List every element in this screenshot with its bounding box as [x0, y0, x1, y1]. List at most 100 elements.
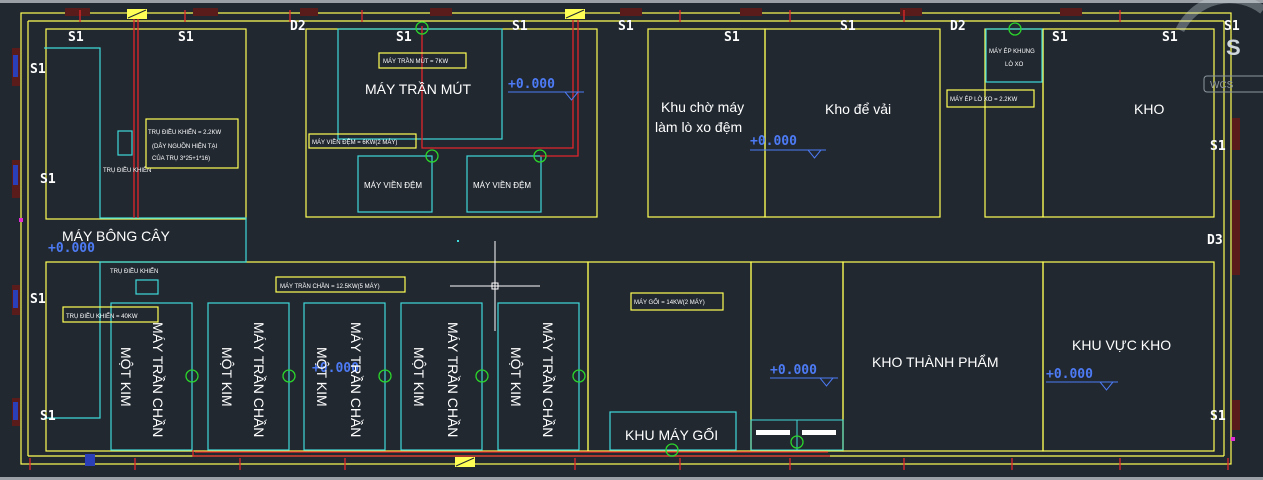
column-label: S1 — [40, 172, 56, 187]
quilting-machine-type: MỘT KIM — [219, 347, 235, 407]
level-mark: +0.000 — [508, 77, 584, 101]
room-labels: MÁY BÔNG CÂY MÁY TRẦN MÚT Khu chờ máy là… — [62, 48, 1171, 443]
box-may-tran-mut — [337, 28, 503, 140]
column-label: S1 — [724, 30, 740, 45]
wall-blue-accents — [13, 55, 95, 466]
power-callouts: TRỤ ĐIỀU KHIỂN = 2.2KW (DÂY NGUỒN HIỆN T… — [62, 52, 1035, 323]
column-label: S1 — [512, 19, 528, 34]
quilting-machine-name: MÁY TRẦN CHẦN — [540, 322, 556, 437]
label-may-vien-dem-1: MÁY VIỀN ĐỆM — [364, 180, 422, 190]
level-mark: +0.000 — [770, 363, 838, 387]
label-may-vien-dem-2: MÁY VIỀN ĐỆM — [473, 180, 531, 190]
quilting-machine-type: MỘT KIM — [118, 347, 134, 407]
column-label: D3 — [1207, 233, 1223, 248]
level-mark: +0.000 — [312, 361, 359, 376]
label-tru-dieu-khien-2: TRỤ ĐIỀU KHIỂN — [110, 268, 158, 275]
level-mark: +0.000 — [48, 241, 95, 256]
column-label: S1 — [40, 409, 56, 424]
wcs-badge[interactable] — [1203, 75, 1263, 93]
label-kho-thanh-pham: KHO THÀNH PHẨM — [872, 353, 999, 370]
box-tran-chan-1 — [110, 302, 193, 451]
quilting-machines: MÁY TRẦN CHẦN MỘT KIM MÁY TRẦN CHẦN MỘT … — [118, 322, 556, 437]
room-may-bong-cay — [45, 28, 247, 220]
room-kho — [1042, 28, 1215, 218]
view-cube-arc — [1175, 0, 1263, 33]
equipment-outlines — [44, 28, 1043, 451]
quilting-machine-type: MỘT KIM — [508, 347, 524, 407]
column-label: D2 — [950, 19, 966, 34]
level-marks: +0.000 +0.000 +0.000 +0.000 +0.000 +0.00… — [48, 77, 1118, 391]
column-label: D2 — [290, 19, 306, 34]
room-khu-vuc-kho — [1042, 261, 1215, 452]
level-mark: +0.000 — [750, 134, 826, 159]
column-label: S1 — [30, 292, 46, 307]
quilting-machine-name: MÁY TRẦN CHẦN — [348, 322, 364, 437]
column-label: S1 — [618, 19, 634, 34]
level-mark-text: +0.000 — [770, 363, 817, 378]
callout-tru-dieu-khien-line2: (DÂY NGUỒN HIỆN TẠI — [152, 142, 217, 150]
callout-may-goi: MÁY GỐI = 14KW(2 MÁY) — [634, 299, 705, 306]
wall-tick-marks — [29, 10, 1229, 470]
callout-tru-dieu-khien-40kw: TRỤ ĐIỀU KHIỂN = 40KW — [66, 313, 138, 320]
box-khu-may-goi — [609, 411, 737, 451]
box-tru-dieu-khien-top — [117, 130, 133, 156]
box-may-ep-khung — [985, 28, 1043, 83]
box-tran-chan-2 — [207, 302, 290, 451]
column-label: S1 — [840, 19, 856, 34]
label-khu-cho-may-2: làm lò xo đệm — [655, 119, 742, 135]
label-kho-de-vai: Kho để vải — [825, 101, 891, 117]
column-label: S1 — [1224, 19, 1240, 34]
crosshair-cursor[interactable] — [450, 241, 540, 331]
label-may-ep-khung-2: LÒ XO — [1005, 61, 1024, 68]
label-may-bong-cay: MÁY BÔNG CÂY — [62, 228, 171, 244]
wcs-label: WCS — [1210, 80, 1234, 91]
door-symbols — [127, 9, 585, 467]
quilting-machine-name: MÁY TRẦN CHẦN — [150, 322, 166, 437]
column-label: S1 — [396, 30, 412, 45]
enclosure-may-bong-cay — [44, 47, 247, 419]
column-label: S1 — [30, 62, 46, 77]
viewport-frame-bottom — [0, 477, 1263, 480]
room-kho-de-vai — [764, 28, 941, 218]
box-tran-chan-4 — [400, 302, 483, 451]
level-mark-text: +0.000 — [750, 134, 797, 149]
callout-may-vien-dem: MÁY VIỀN ĐỆM = 6KW(2 MÁY) — [312, 138, 397, 146]
level-mark-text: +0.000 — [1046, 367, 1093, 382]
label-khu-may-goi: KHU MÁY GỐI — [625, 426, 718, 443]
level-mark-text: +0.000 — [508, 77, 555, 92]
label-may-tran-mut: MÁY TRẦN MÚT — [365, 81, 471, 97]
pillow-machine — [750, 419, 844, 451]
callout-tru-dieu-khien-line1: TRỤ ĐIỀU KHIỂN = 2.2KW — [148, 129, 222, 136]
label-kho: KHO — [1134, 101, 1164, 117]
box-may-vien-dem-2 — [466, 155, 542, 213]
callout-may-tran-mut: MÁY TRẦN MÚT = 7KW — [383, 58, 449, 65]
quilting-machine-name: MÁY TRẦN CHẦN — [251, 322, 267, 437]
column-label: S1 — [68, 30, 84, 45]
quilting-machine-type: MỘT KIM — [411, 347, 427, 407]
level-mark-text: +0.000 — [312, 361, 359, 376]
callout-may-tran-chan: MÁY TRẦN CHẦN = 12.5KW(5 MÁY) — [280, 283, 380, 290]
quilting-machine-name: MÁY TRẦN CHẦN — [445, 322, 461, 437]
level-mark: +0.000 — [1046, 367, 1118, 391]
box-tran-chan-5 — [497, 302, 580, 451]
label-khu-vuc-kho: KHU VỰC KHO — [1072, 337, 1171, 353]
column-labels: S1 S1 D2 S1 S1 S1 S1 S1 D2 S1 S1 S1 S1 S… — [30, 19, 1240, 424]
column-label: S1 — [1210, 139, 1226, 154]
label-tru-dieu-khien-1: TRỤ ĐIỀU KHIỂN — [103, 167, 151, 174]
level-mark-text: +0.000 — [48, 241, 95, 256]
viewport-frame-top — [0, 0, 1263, 3]
box-tran-chan-3 — [303, 302, 386, 451]
column-label: S1 — [1052, 30, 1068, 45]
room-outlines — [45, 28, 1215, 452]
callout-tru-dieu-khien-line3: CỦA TRỤ 3*25+1*16) — [152, 155, 210, 162]
label-may-ep-khung-1: MÁY ÉP KHUNG — [989, 48, 1035, 55]
column-label: S1 — [178, 30, 194, 45]
wall-magenta-marks — [19, 218, 1235, 441]
cursor-dot — [457, 240, 459, 242]
callout-may-ep-lo-xo: MÁY ÉP LÒ XO = 2.2KW — [950, 96, 1018, 103]
power-outlets — [185, 21, 1022, 457]
ucs-axis-icon: S — [1226, 35, 1241, 60]
box-tru-dieu-khien-mid — [135, 279, 159, 295]
view-cube[interactable]: S WCS — [1175, 0, 1263, 93]
